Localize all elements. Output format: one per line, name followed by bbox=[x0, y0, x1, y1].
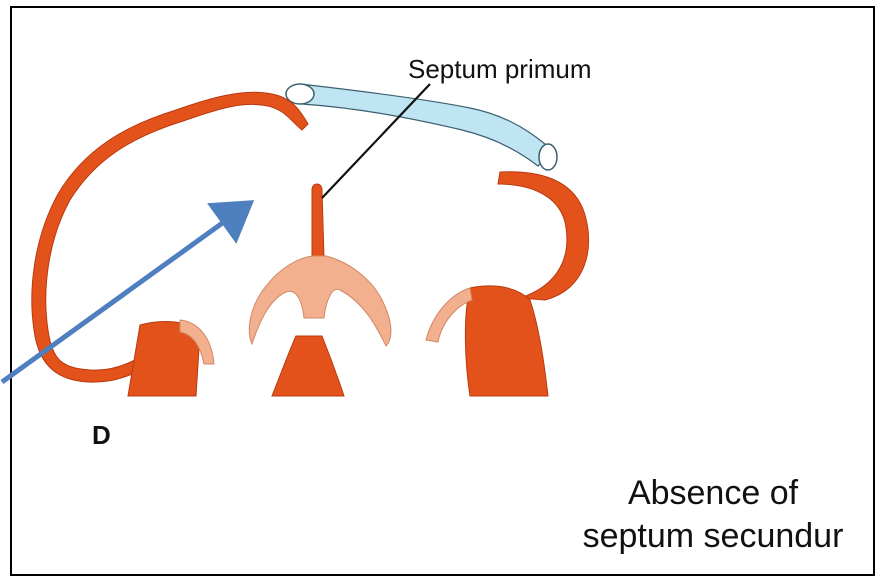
caption: Absence of septum secundur bbox=[533, 472, 873, 558]
caption-line-1: Absence of bbox=[533, 472, 873, 515]
caption-line-2: septum secundur bbox=[533, 515, 873, 558]
panel-letter: D bbox=[92, 420, 111, 451]
septum-primum-label: Septum primum bbox=[408, 54, 592, 85]
